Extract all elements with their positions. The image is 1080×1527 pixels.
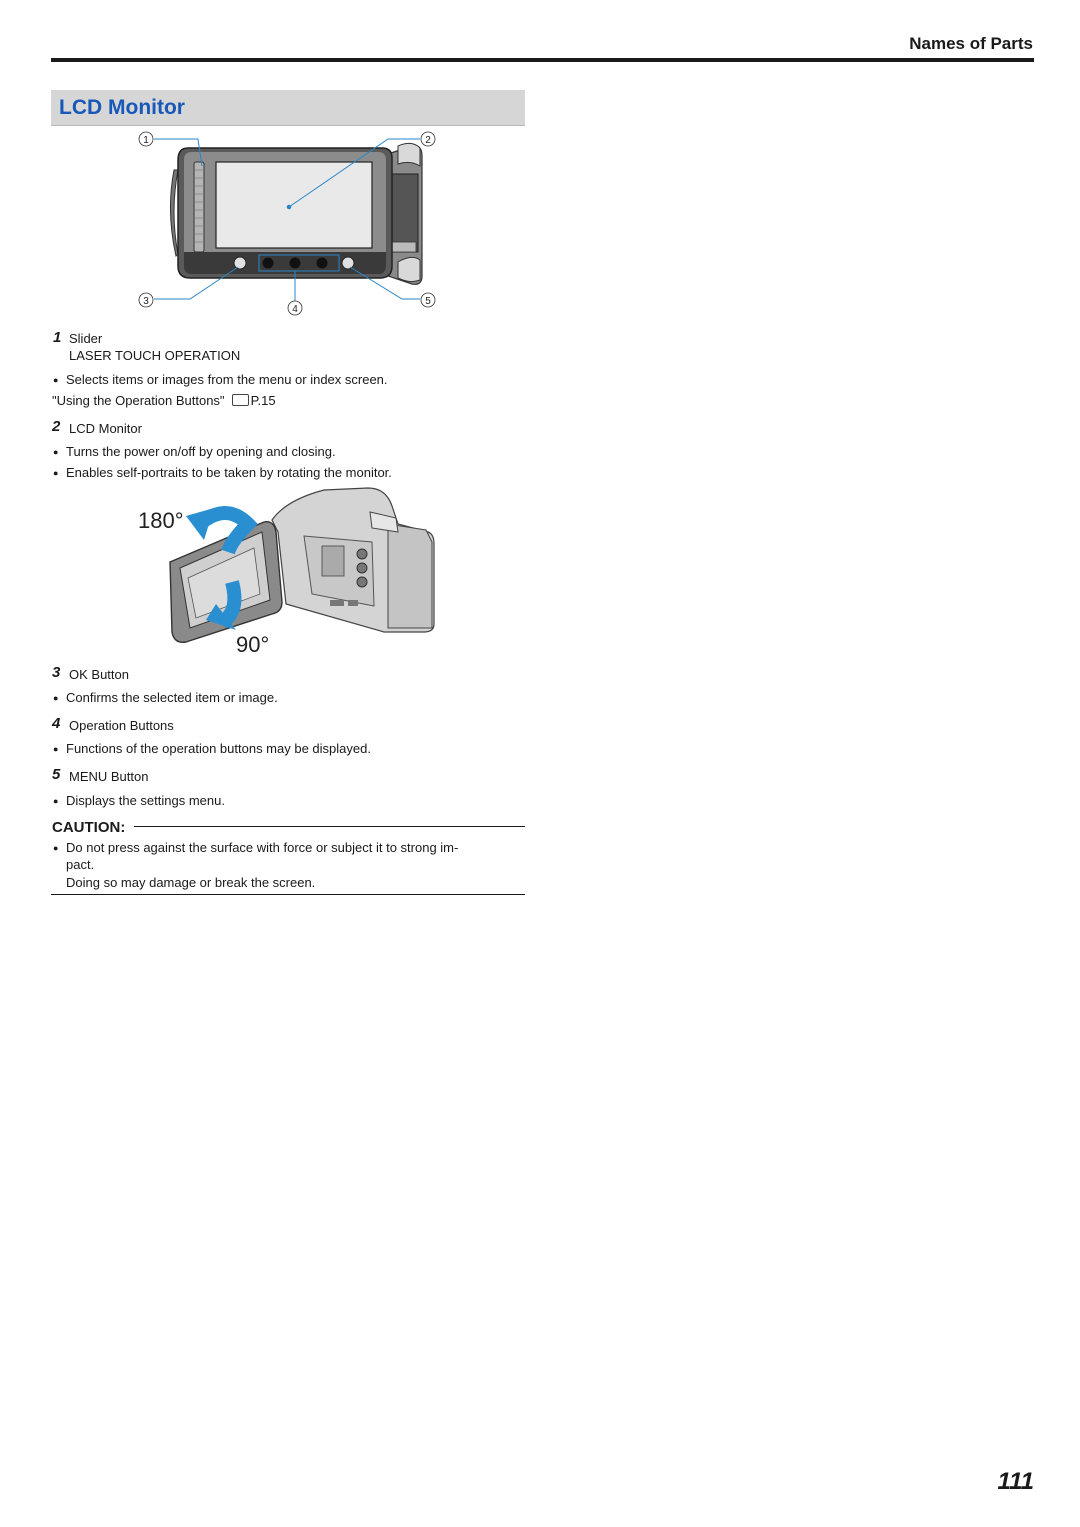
caution-title: CAUTION:	[52, 819, 126, 836]
item-4-name: Operation Buttons	[69, 718, 174, 733]
item-5-name: MENU Button	[69, 769, 149, 784]
monitor-hinge	[387, 142, 423, 285]
item-1-name: Slider	[69, 331, 103, 346]
item-5-number: 5	[52, 766, 61, 783]
item-3-number: 3	[52, 664, 61, 681]
item-1-bullet-1: Selects items or images from the menu or…	[53, 372, 388, 387]
caution-rule-top	[134, 826, 525, 827]
item-2-bullet-2: Enables self-portraits to be taken by ro…	[53, 465, 392, 480]
callout-2: 2	[425, 135, 431, 146]
item-1-subtitle: LASER TOUCH OPERATION	[69, 348, 241, 363]
caution-text-line-2: pact.	[66, 857, 95, 872]
rotation-arrows	[186, 506, 258, 630]
page-reference-icon	[231, 394, 249, 406]
rotation-illustration: 180° 90°	[138, 487, 435, 657]
caution-text-line-3: Doing so may damage or break the screen.	[66, 875, 316, 890]
item-1-link-page[interactable]: P.15	[250, 393, 276, 408]
item-2-name: LCD Monitor	[69, 421, 142, 436]
item-2-bullet-1: Turns the power on/off by opening and cl…	[53, 444, 336, 459]
callout-4: 4	[292, 304, 298, 315]
slider-strip	[193, 161, 205, 253]
rotated-monitor	[169, 521, 283, 643]
caution-text-line-1: Do not press against the surface with fo…	[53, 840, 458, 855]
item-1-link-text[interactable]: "Using the Operation Buttons"	[52, 393, 225, 408]
item-3-bullet-1: Confirms the selected item or image.	[53, 690, 278, 705]
lcd-monitor-illustration: 1 2 3 4 5	[138, 131, 436, 316]
section-title: LCD Monitor	[59, 96, 185, 119]
item-5-bullet-1: Displays the settings menu.	[53, 793, 225, 808]
callout-lines	[154, 138, 420, 302]
angle-180-label: 180°	[138, 508, 184, 533]
monitor-buttons	[233, 254, 355, 272]
section-bar: LCD Monitor	[51, 90, 525, 126]
angle-90-label: 90°	[236, 632, 269, 657]
callout-1: 1	[143, 135, 149, 146]
running-header: Names of Parts	[909, 34, 1033, 53]
camcorder-body	[271, 487, 435, 633]
header-rule	[51, 58, 1034, 62]
item-3-name: OK Button	[69, 667, 129, 682]
item-4-bullet-1: Functions of the operation buttons may b…	[53, 741, 371, 756]
lcd-screen	[215, 161, 373, 249]
item-4-number: 4	[52, 715, 61, 732]
page-number: 111	[997, 1468, 1034, 1495]
callout-5: 5	[425, 296, 431, 307]
caution-rule-bottom	[51, 894, 525, 895]
item-1-number: 1	[53, 329, 62, 346]
item-2-number: 2	[52, 418, 61, 435]
callout-3: 3	[143, 296, 149, 307]
item-1-link[interactable]: "Using the Operation Buttons" P.15	[52, 393, 276, 408]
